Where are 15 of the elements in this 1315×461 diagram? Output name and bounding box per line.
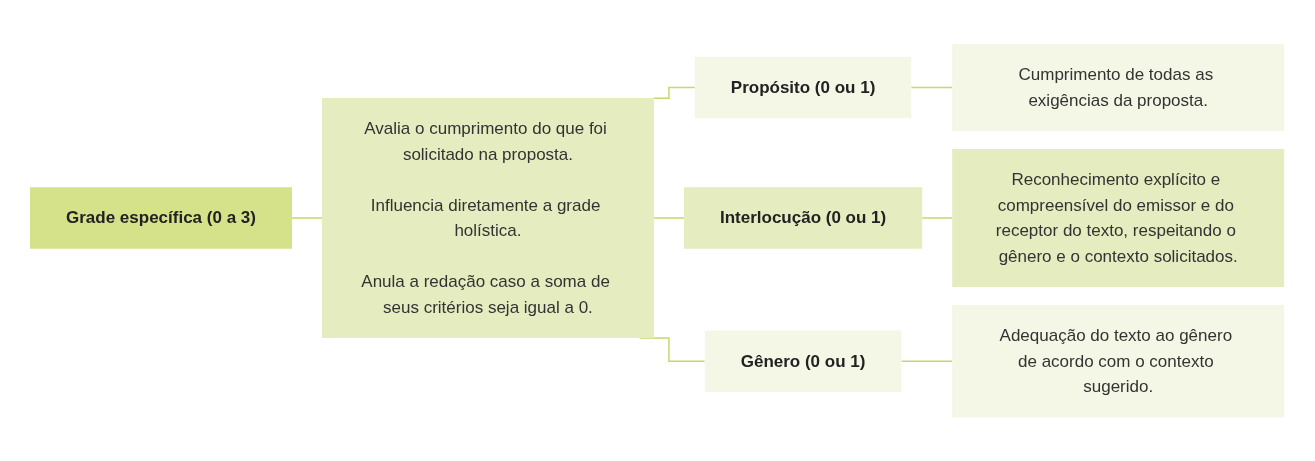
connector [921, 217, 954, 219]
connector [291, 217, 324, 219]
connector [910, 86, 954, 88]
node-box: Cumprimento de todas as exigências da proposta. [952, 43, 1285, 131]
connector [639, 337, 706, 362]
connector [653, 86, 696, 99]
node-box: Propósito (0 ou 1) [695, 56, 912, 118]
node-box: Reconhecimento explícito e compreensível do emissor e do receptor do texto, respeitando o gênero e o contexto solicitados. [952, 148, 1285, 287]
node-box: Grade específica (0 a 3) [30, 187, 293, 249]
connector [653, 217, 686, 219]
node-box: Gênero (0 ou 1) [705, 330, 902, 392]
node-box: Avalia o cumprimento do que foi solicitado na proposta. Influencia diretamente a grade holística. Anula a redação caso a soma de seus critérios seja igual a 0. [322, 97, 655, 338]
node-box: Interlocução (0 ou 1) [684, 187, 923, 249]
connector [901, 360, 954, 362]
node-box: Adequação do texto ao gênero de acordo com o contexto sugerido. [952, 304, 1285, 418]
